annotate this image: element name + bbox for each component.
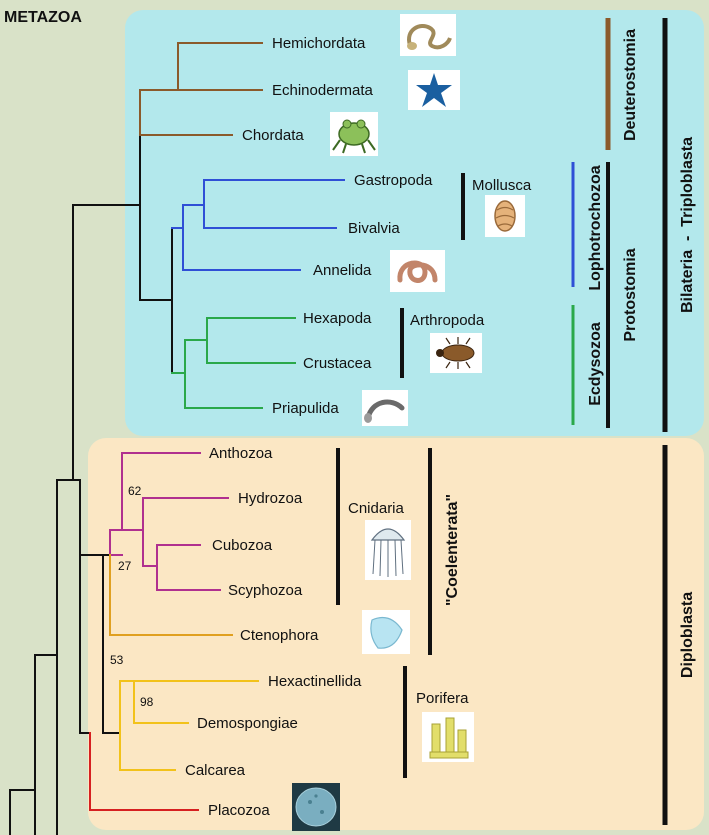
root-branches — [9, 89, 173, 835]
snail-shell-icon — [485, 195, 525, 237]
group-label-arthropoda: Arthropoda — [410, 312, 485, 329]
taxon-cubozoa: Cubozoa — [212, 537, 273, 554]
group-label-deuterostomia: Deuterostomia — [622, 29, 639, 141]
taxon-crustacea: Crustacea — [303, 355, 372, 372]
group-label-protostomia: Protostomia — [622, 248, 639, 341]
group-label-porifera: Porifera — [416, 690, 469, 707]
jellyfish-icon — [365, 520, 411, 580]
taxon-hemichordata: Hemichordata — [272, 35, 366, 52]
taxon-echinodermata: Echinodermata — [272, 82, 374, 99]
frog-icon — [330, 112, 378, 156]
taxon-demospongiae: Demospongiae — [197, 715, 298, 732]
priapulid-worm-icon — [362, 390, 408, 426]
earthworm-icon — [390, 250, 445, 292]
cnidaria-branches — [109, 452, 229, 591]
taxon-ctenophora: Ctenophora — [240, 627, 319, 644]
support-value-diploblast-node: 53 — [110, 653, 124, 667]
taxon-bivalvia: Bivalvia — [348, 220, 400, 237]
placozoa-branches — [89, 732, 199, 811]
lophotrochozoa-branches — [171, 179, 345, 271]
taxon-priapulida: Priapulida — [272, 400, 339, 417]
deuterostome-branches — [139, 42, 263, 136]
taxon-annelida: Annelida — [313, 262, 372, 279]
bilateria-panel — [125, 10, 704, 436]
ecdysozoa-branches — [171, 317, 296, 409]
starfish-icon — [408, 70, 460, 110]
group-label-ecdysozoa: Ecdysozoa — [587, 322, 604, 406]
support-value-cnidaria-node: 27 — [118, 559, 132, 573]
ctenophora-branches — [109, 554, 233, 636]
support-value-hydrozoa-node: 62 — [128, 484, 142, 498]
support-value-sponge-node: 98 — [140, 695, 154, 709]
placozoan-icon — [292, 783, 340, 831]
taxon-hexapoda: Hexapoda — [303, 310, 372, 327]
group-label-coelenterata: "Coelenterata" — [444, 494, 461, 606]
taxon-anthozoa: Anthozoa — [209, 445, 273, 462]
group-label-bilateria-triploblasta: Bilateria - Triploblasta — [679, 137, 696, 313]
taxon-gastropoda: Gastropoda — [354, 172, 433, 189]
group-label-cnidaria: Cnidaria — [348, 500, 405, 517]
taxon-calcarea: Calcarea — [185, 762, 246, 779]
taxon-scyphozoa: Scyphozoa — [228, 582, 303, 599]
taxon-chordata: Chordata — [242, 127, 304, 144]
taxon-hexactinellida: Hexactinellida — [268, 673, 362, 690]
taxon-placozoa: Placozoa — [208, 802, 270, 819]
group-label-diploblasta: Diploblasta — [679, 592, 696, 678]
group-label-lophotrochozoa: Lophotrochozoa — [587, 165, 604, 290]
sponge-icon — [422, 712, 474, 762]
group-label-mollusca: Mollusca — [472, 177, 532, 194]
porifera-branches — [119, 680, 259, 771]
diagram-title: METAZOA — [4, 9, 82, 26]
beetle-icon — [430, 333, 482, 373]
comb-jelly-icon — [362, 610, 410, 654]
acorn-worm-icon — [400, 14, 456, 56]
taxon-hydrozoa: Hydrozoa — [238, 490, 303, 507]
